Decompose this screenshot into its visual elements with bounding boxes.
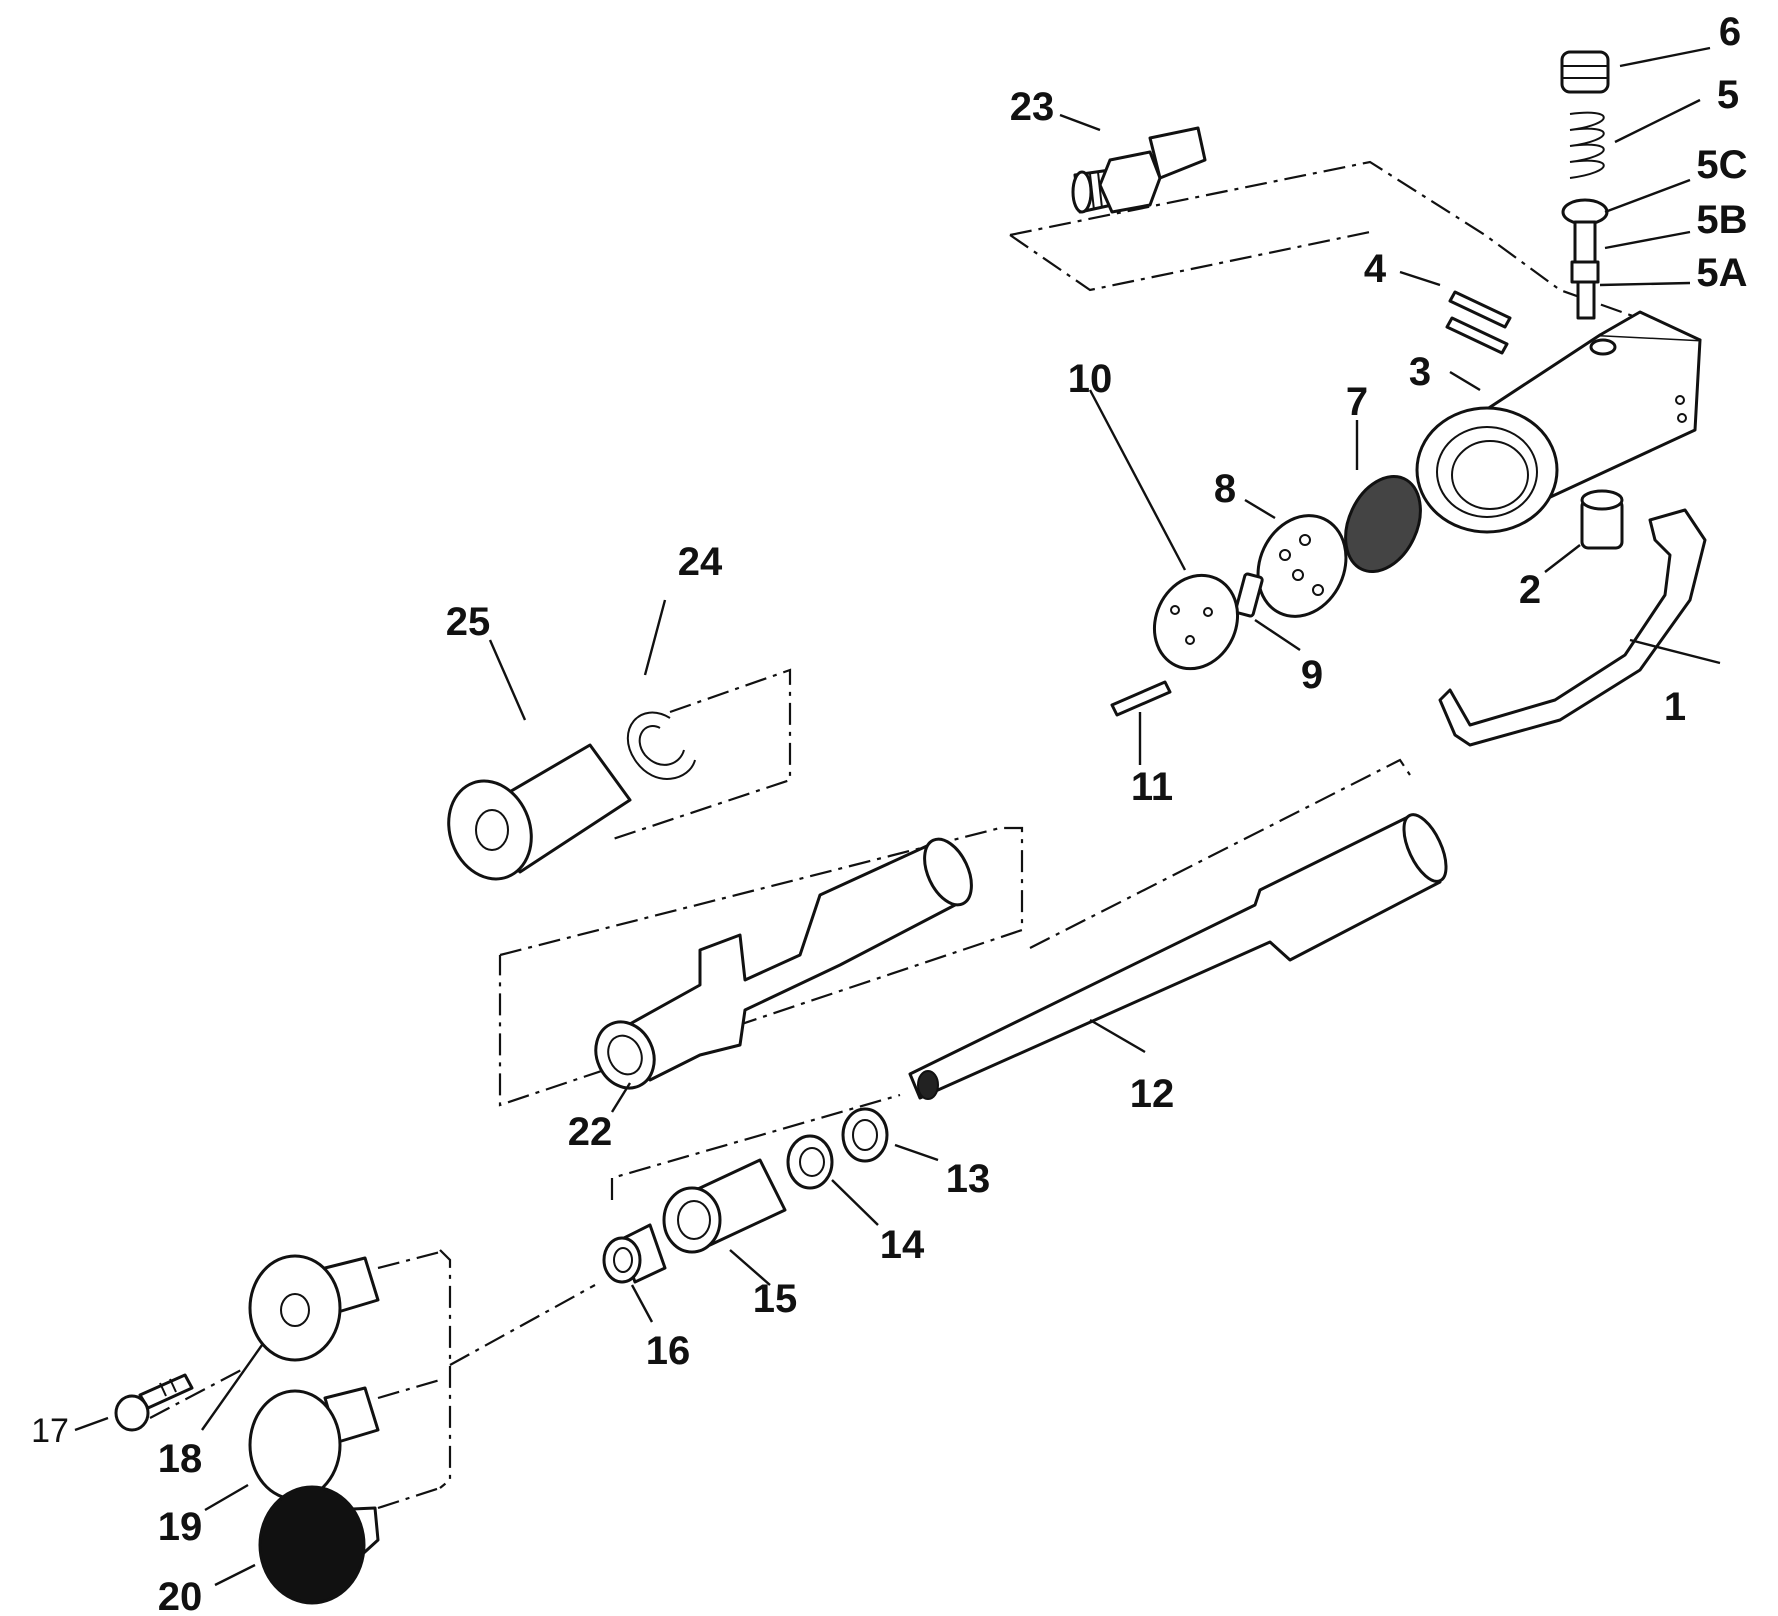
part-19-tip bbox=[248, 1386, 380, 1501]
callout-3: 3 bbox=[1409, 350, 1431, 394]
callout-2: 2 bbox=[1519, 568, 1541, 612]
assembly-line-18-20-bracket bbox=[439, 1249, 452, 1489]
part-7-screen bbox=[1344, 474, 1422, 574]
part-16-bushing bbox=[602, 1223, 667, 1284]
part-15-sleeve bbox=[662, 1158, 787, 1254]
part-5-spring bbox=[1569, 111, 1605, 179]
assembly-line-top-box bbox=[1009, 160, 1701, 342]
part-1-lever bbox=[1438, 508, 1707, 747]
leader-22 bbox=[610, 1082, 632, 1113]
assembly-line-17-link bbox=[149, 1367, 246, 1419]
part-17-screw bbox=[114, 1373, 194, 1432]
part-25-nut bbox=[447, 743, 632, 881]
callout-4: 4 bbox=[1364, 247, 1387, 291]
callout-23: 23 bbox=[1010, 85, 1055, 129]
leader-25 bbox=[488, 639, 527, 721]
part-6-cap bbox=[1560, 50, 1610, 94]
callout-1: 1 bbox=[1664, 685, 1686, 729]
leader-12 bbox=[1089, 1018, 1146, 1054]
leader-5a bbox=[1599, 281, 1691, 287]
leader-3 bbox=[1449, 370, 1481, 392]
part-14-spring-ring bbox=[786, 1134, 834, 1190]
leader-20 bbox=[214, 1563, 256, 1587]
part-11-pin bbox=[1110, 680, 1172, 717]
callout-15: 15 bbox=[753, 1277, 798, 1321]
part-9-valve-plate bbox=[1234, 572, 1264, 618]
leader-2 bbox=[1544, 544, 1581, 573]
callout-22: 22 bbox=[568, 1110, 613, 1154]
callout-18: 18 bbox=[158, 1437, 203, 1481]
part-22-barrel bbox=[594, 837, 973, 1090]
callout-6: 6 bbox=[1719, 10, 1741, 54]
assembly-line-18-link bbox=[377, 1250, 441, 1270]
leader-13 bbox=[894, 1143, 939, 1162]
callout-12: 12 bbox=[1130, 1072, 1175, 1116]
leader-14 bbox=[831, 1179, 879, 1226]
callout-11: 11 bbox=[1131, 765, 1173, 809]
callout-16: 16 bbox=[646, 1329, 691, 1373]
assembly-line-16-link bbox=[449, 1284, 596, 1366]
part-20-rubber-tip bbox=[258, 1485, 380, 1605]
assembly-line-12-bracket bbox=[1029, 758, 1411, 949]
assembly-line-25-box bbox=[609, 668, 792, 842]
callout-14: 14 bbox=[880, 1223, 925, 1267]
leader-23 bbox=[1059, 113, 1101, 132]
leader-5c bbox=[1604, 178, 1691, 214]
assembly-line-top-box-lower bbox=[1009, 230, 1371, 292]
assembly-line-13-16-bracket bbox=[610, 1093, 901, 1200]
part-4-pins bbox=[1445, 290, 1512, 355]
callout-5b: 5B bbox=[1696, 198, 1747, 242]
part-5-valve-assembly bbox=[1561, 198, 1609, 320]
callout-5: 5 bbox=[1717, 73, 1739, 117]
callout-20: 20 bbox=[158, 1575, 203, 1616]
leader-lines bbox=[74, 46, 1721, 1587]
leader-5b bbox=[1604, 230, 1691, 250]
part-2-bushing bbox=[1580, 489, 1624, 550]
leader-5 bbox=[1614, 98, 1701, 144]
assembly-lines bbox=[149, 160, 1701, 1510]
callout-5c: 5C bbox=[1696, 143, 1747, 187]
leader-19 bbox=[204, 1483, 249, 1512]
leader-4 bbox=[1399, 270, 1441, 287]
assembly-line-20-link bbox=[377, 1486, 441, 1510]
part-13-washer bbox=[841, 1107, 889, 1163]
callout-13: 13 bbox=[946, 1157, 991, 1201]
part-3-housing bbox=[1415, 310, 1702, 534]
leader-17 bbox=[74, 1416, 109, 1432]
callout-7: 7 bbox=[1346, 380, 1368, 424]
callout-17: 17 bbox=[31, 1412, 69, 1450]
leader-9 bbox=[1254, 619, 1301, 651]
part-23-fitting bbox=[1071, 126, 1207, 214]
leader-1 bbox=[1629, 638, 1721, 665]
callout-24: 24 bbox=[678, 540, 723, 584]
leader-10 bbox=[1088, 389, 1187, 571]
leader-18 bbox=[201, 1344, 263, 1431]
assembly-line-19-link bbox=[377, 1378, 441, 1400]
leader-24 bbox=[643, 599, 667, 676]
callout-10: 10 bbox=[1068, 357, 1113, 401]
callout-19: 19 bbox=[158, 1505, 203, 1549]
callout-9: 9 bbox=[1301, 653, 1323, 697]
callout-25: 25 bbox=[446, 600, 491, 644]
leader-16 bbox=[630, 1284, 654, 1323]
leader-8 bbox=[1244, 498, 1276, 520]
part-18-tip bbox=[248, 1254, 380, 1362]
part-24-retaining-ring bbox=[626, 711, 696, 780]
callout-5a: 5A bbox=[1696, 251, 1747, 295]
part-10-end-plate bbox=[1152, 573, 1240, 671]
callout-labels: 1 2 3 4 5 5A 5B 5C 6 7 8 9 10 11 12 13 1… bbox=[31, 10, 1747, 1616]
leader-15 bbox=[729, 1249, 771, 1286]
callout-8: 8 bbox=[1214, 467, 1236, 511]
part-12-rod bbox=[908, 813, 1448, 1100]
leader-6 bbox=[1619, 46, 1711, 68]
part-8-plate bbox=[1256, 514, 1348, 618]
